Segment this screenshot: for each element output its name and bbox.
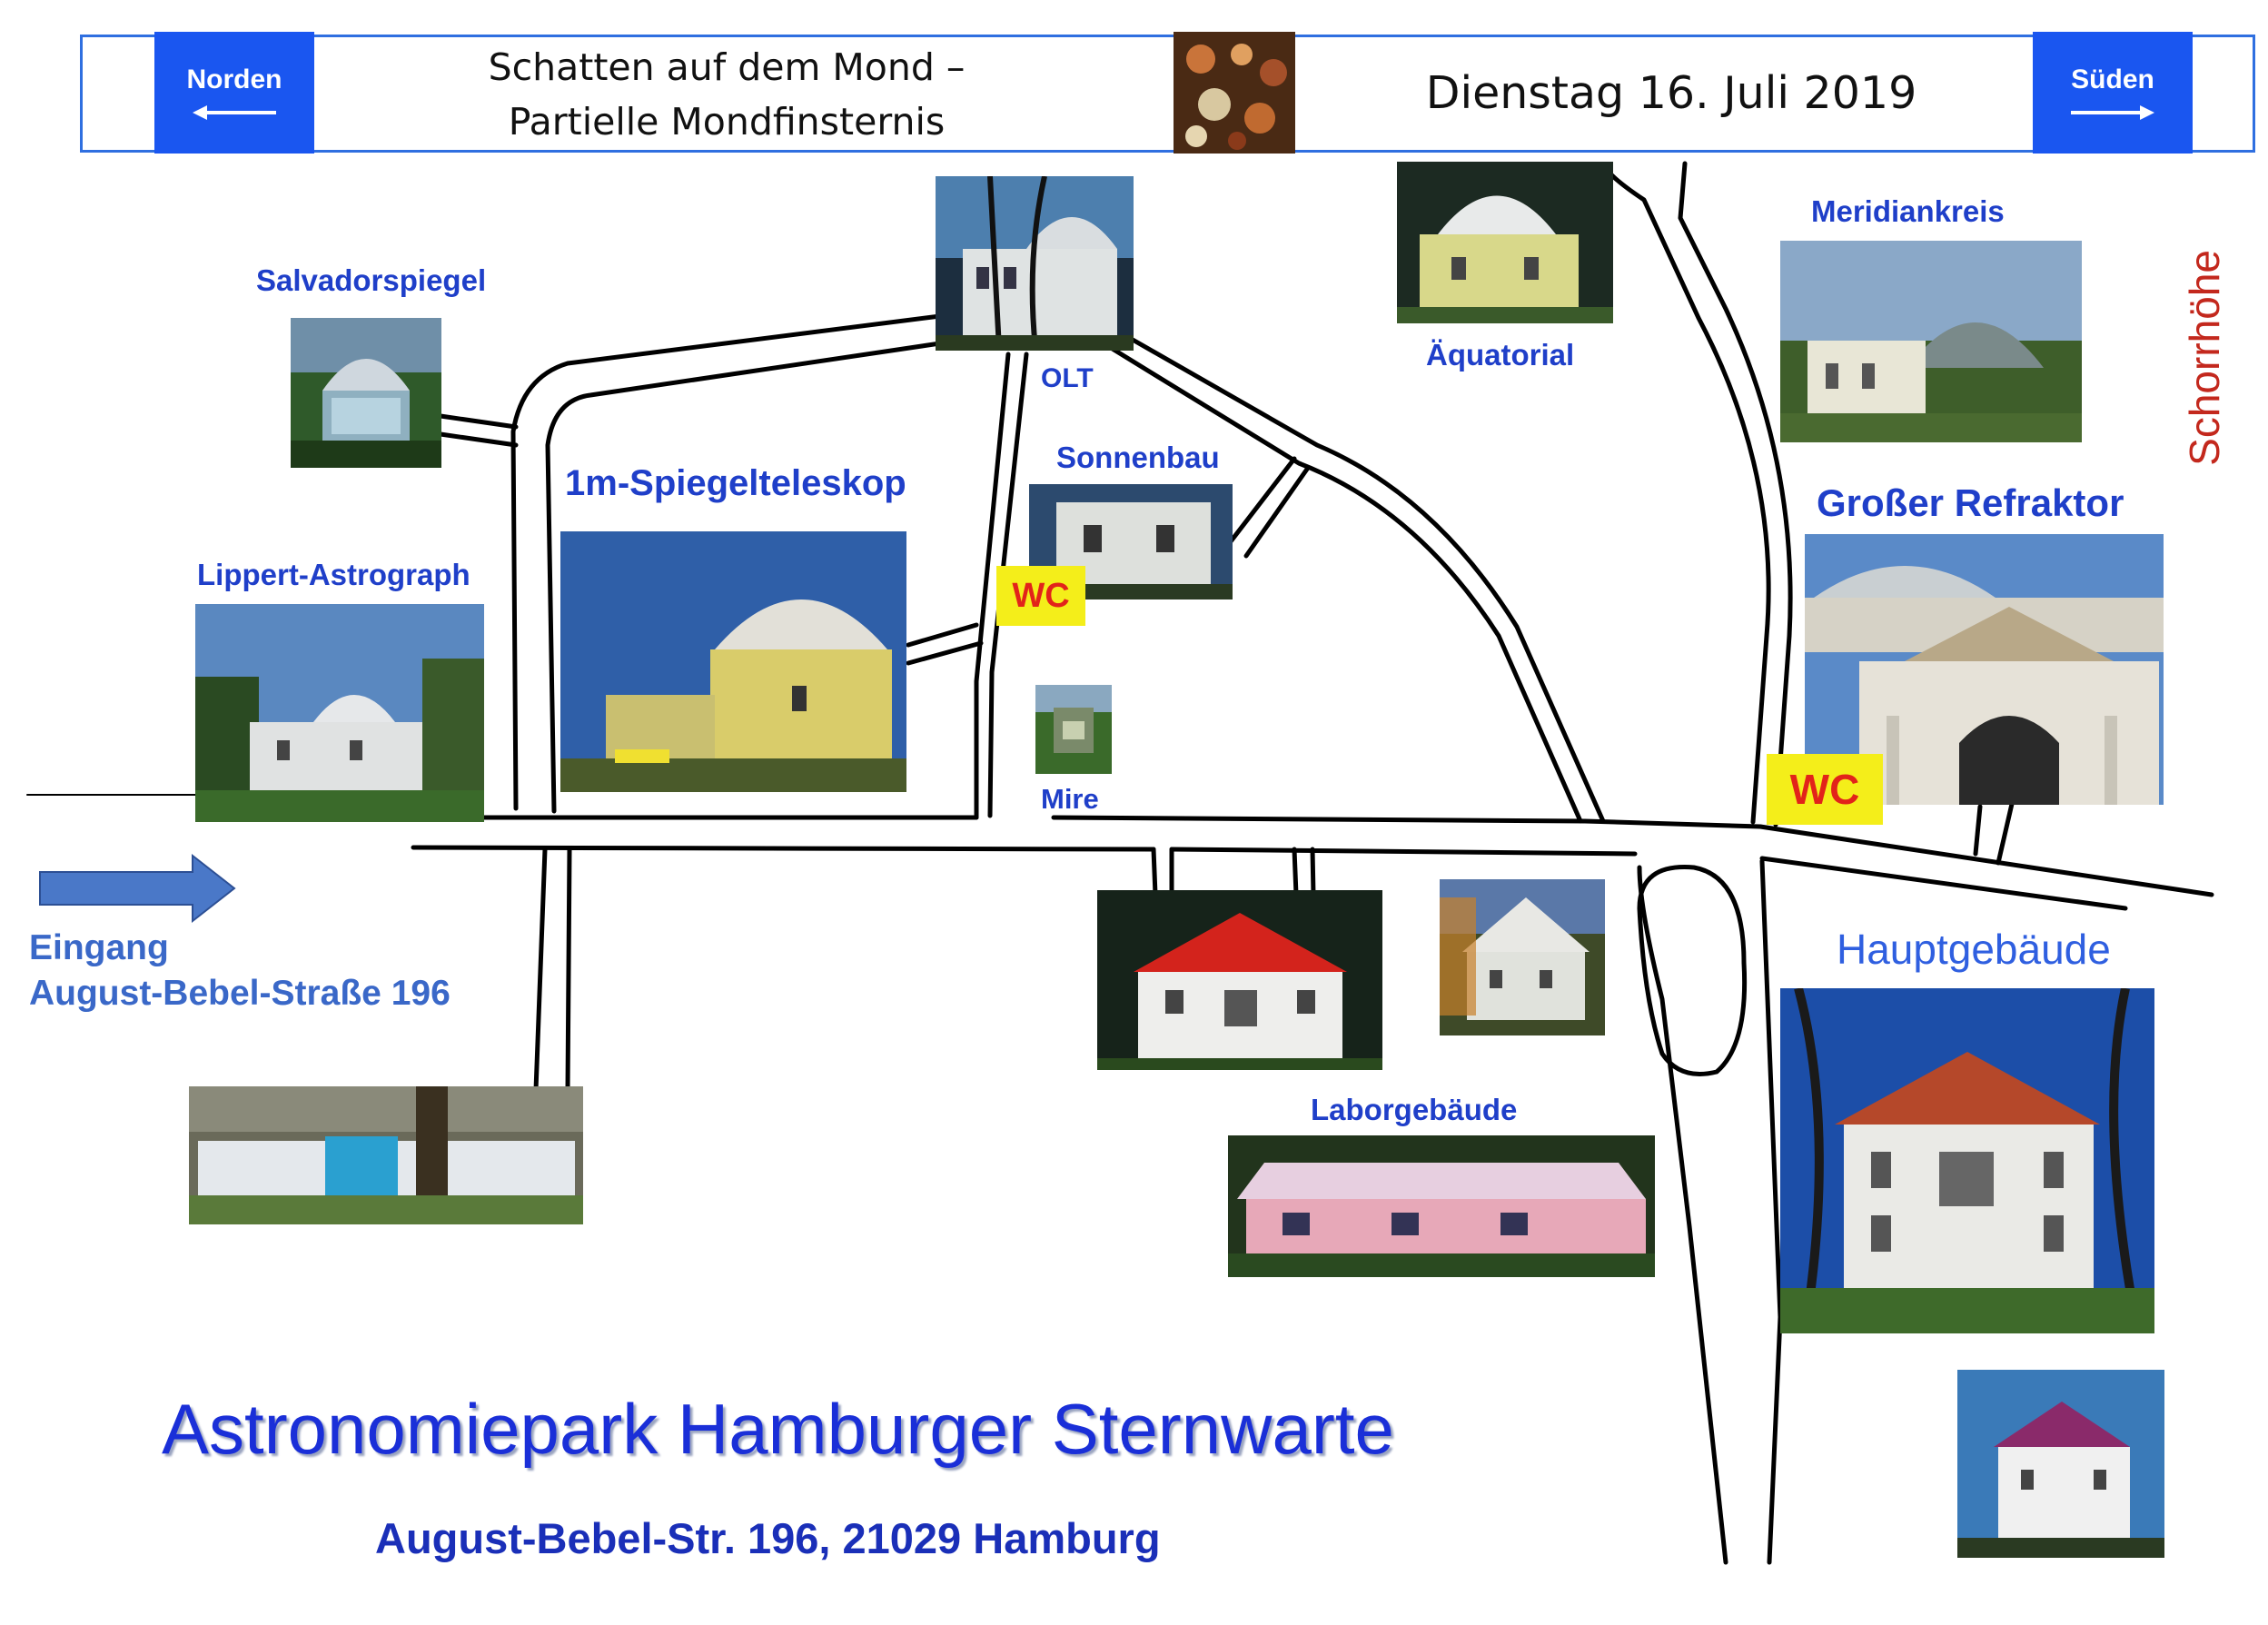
right-arrow-icon [2033, 95, 2193, 128]
header-title-line1: Schatten auf dem Mond – [488, 45, 966, 89]
park-address: August-Bebel-Str. 196, 21029 Hamburg [375, 1514, 1161, 1562]
bottom-house-photo [1957, 1370, 2164, 1558]
entry-arrow-icon [38, 852, 238, 929]
north-label: Norden [186, 64, 282, 94]
olt-label: OLT [1041, 363, 1094, 393]
header-moon-photo [1174, 32, 1295, 154]
house-photo [1440, 879, 1605, 1035]
olt-photo [936, 176, 1134, 351]
entrance-address: August-Bebel-Straße 196 [29, 974, 451, 1013]
laborgebaeude-label: Laborgebäude [1311, 1093, 1518, 1126]
spiegelteleskop-label: 1m-Spiegelteleskop [565, 463, 906, 503]
aequatorial-photo [1397, 162, 1613, 323]
meridiankreis-label: Meridiankreis [1811, 194, 2005, 228]
mire-photo [1035, 685, 1112, 774]
north-button[interactable]: Norden [154, 32, 314, 154]
mire-label: Mire [1041, 783, 1099, 815]
lippert-photo [195, 604, 484, 822]
hauptgebaeude-photo [1780, 988, 2154, 1333]
wc-marker-sonnenbau: WC [996, 566, 1085, 626]
hauptgebaeude-label: Hauptgebäude [1837, 926, 2111, 973]
spiegelteleskop-photo [560, 531, 906, 792]
schorrhoehe-label: Schorrhöhe [2181, 250, 2228, 466]
south-button[interactable]: Süden [2033, 32, 2193, 154]
aequatorial-label: Äquatorial [1426, 338, 1575, 372]
grosser-refraktor-photo [1805, 534, 2164, 805]
left-arrow-icon [154, 95, 314, 128]
sonnenbau-label: Sonnenbau [1056, 441, 1220, 474]
header-title-line2: Partielle Mondfinsternis [508, 100, 946, 144]
meridiankreis-photo [1780, 241, 2082, 442]
lippert-label: Lippert-Astrograph [197, 558, 470, 591]
grosser-refraktor-label: Großer Refraktor [1817, 481, 2124, 524]
south-label: Süden [2071, 64, 2154, 94]
entrance-label: Eingang [29, 928, 169, 967]
entry-building-photo [189, 1086, 583, 1224]
header-bar [80, 35, 2255, 153]
salvadorspiegel-label: Salvadorspiegel [256, 263, 487, 297]
header-title: Schatten auf dem Mond – Partielle Mondfi… [318, 35, 1135, 153]
header-date: Dienstag 16. Juli 2019 [1425, 67, 1917, 119]
wc-marker-refraktor: WC [1767, 754, 1883, 825]
villa-photo [1097, 890, 1382, 1070]
salvadorspiegel-photo [291, 318, 441, 468]
laborgebaeude-photo [1228, 1135, 1655, 1277]
park-title: Astronomiepark Hamburger Sternwarte [162, 1389, 1394, 1469]
